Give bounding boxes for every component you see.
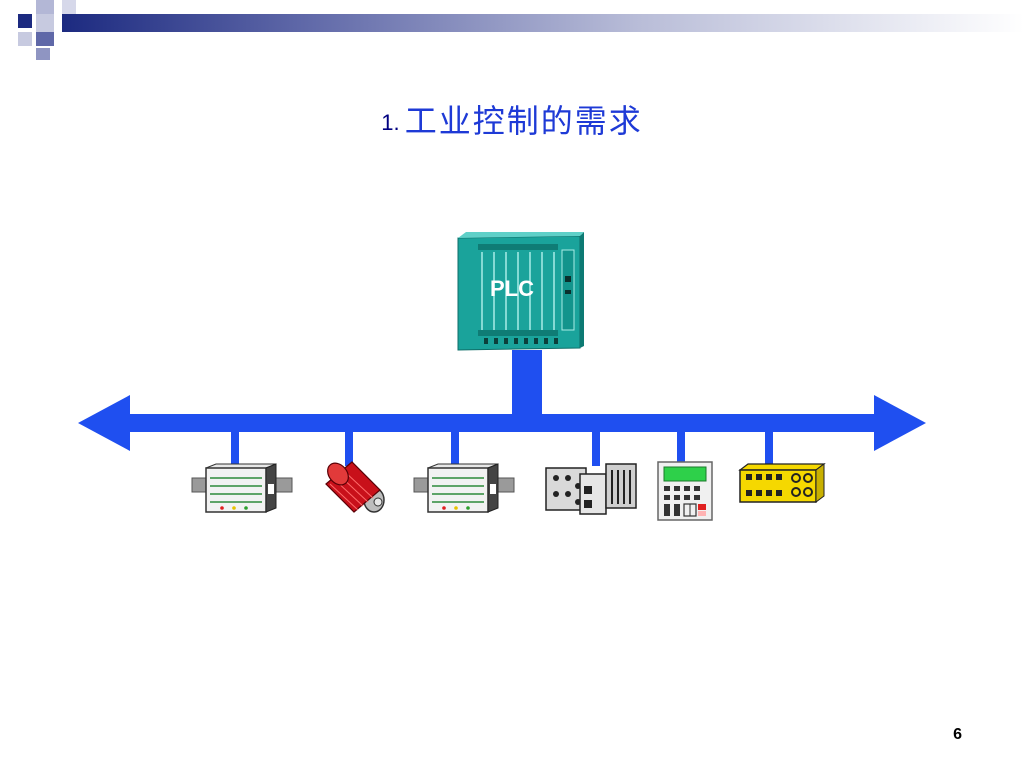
title-number: 1. <box>381 110 400 135</box>
plc-rack-icon: PLC <box>457 232 584 351</box>
io-module-icon <box>413 463 515 513</box>
header-decoration <box>0 0 80 64</box>
plc-bus-link <box>512 350 542 416</box>
drop-line <box>592 430 600 466</box>
drop-line <box>765 430 773 466</box>
io-module-icon <box>191 463 293 513</box>
modular-io-station-icon <box>545 463 637 515</box>
page-number: 6 <box>953 726 962 743</box>
drop-line <box>345 430 353 466</box>
slide-title: 1. 工业控制的需求 <box>0 96 1024 142</box>
title-text: 工业控制的需求 <box>404 102 643 140</box>
fieldbus-bus <box>78 350 926 466</box>
bus-arrow-right <box>874 395 926 451</box>
terminal-block-icon <box>738 463 826 503</box>
header-gradient-band <box>62 14 1024 32</box>
bus-line <box>128 414 876 432</box>
bus-arrow-left <box>78 395 130 451</box>
plc-label: PLC <box>490 276 534 301</box>
operator-panel-icon <box>657 461 713 521</box>
drop-line <box>677 430 685 466</box>
drop-line <box>451 430 459 466</box>
motor-icon <box>325 461 385 513</box>
drop-line <box>231 430 239 466</box>
